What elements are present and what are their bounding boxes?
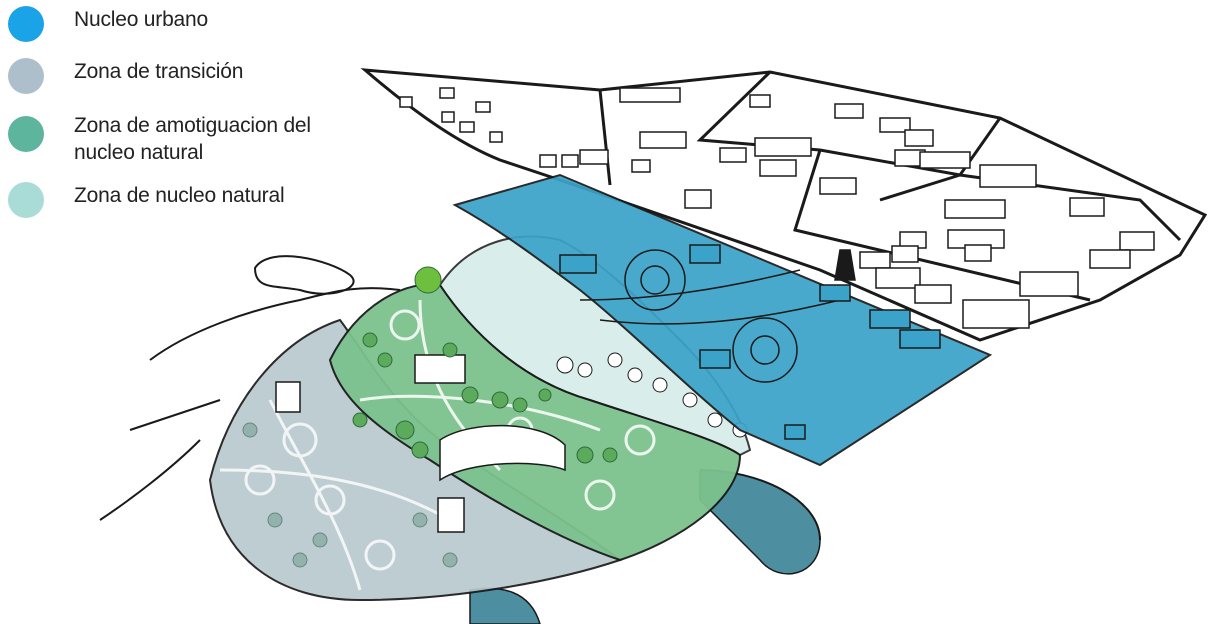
legend-label-buffer: Zona de amotiguacion del nucleo natural xyxy=(74,112,374,166)
transition-trees xyxy=(242,422,458,568)
legend-swatch-urban-icon xyxy=(8,6,44,42)
legend-label-buffer-line1: Zona de amotiguacion del xyxy=(74,114,311,137)
legend-item-urban: Nucleo urbano xyxy=(8,6,374,42)
legend-swatch-buffer-icon xyxy=(8,116,44,152)
legend-label-urban: Nucleo urbano xyxy=(74,8,208,31)
transition-paths xyxy=(219,399,451,591)
urban-nucleus-details xyxy=(559,244,941,440)
legend-item-buffer: Zona de amotiguacion del nucleo natural xyxy=(8,112,374,166)
legend-item-core: Zona de nucleo natural xyxy=(8,182,374,218)
legend: Nucleo urbano Zona de transición Zona de… xyxy=(0,0,380,230)
urban-buildings xyxy=(399,87,1155,329)
trees xyxy=(352,266,618,464)
legend-swatch-transition-icon xyxy=(8,58,44,94)
legend-swatch-core-icon xyxy=(8,182,44,218)
urban-nucleus-zone xyxy=(452,173,993,467)
legend-label-core: Zona de nucleo natural xyxy=(74,184,285,207)
legend-item-transition: Zona de transición xyxy=(8,58,374,94)
legend-label-buffer-line2: nucleo natural xyxy=(74,141,204,164)
buffer-building xyxy=(414,354,566,482)
legend-label-transition: Zona de transición xyxy=(74,60,244,83)
lookout-towers xyxy=(275,249,856,533)
